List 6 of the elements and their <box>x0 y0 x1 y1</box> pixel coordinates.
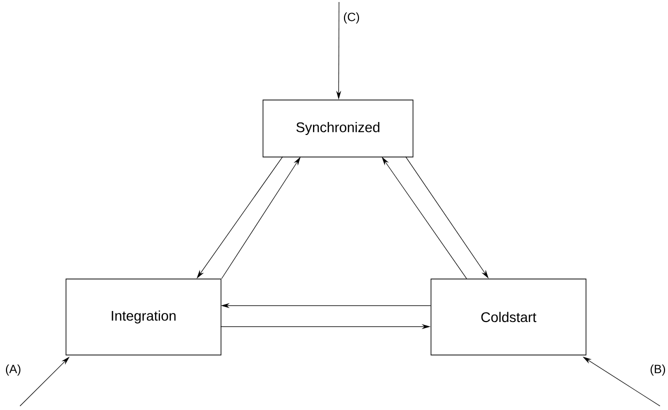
state-box: Synchronized <box>262 100 414 158</box>
edge-label: (A) <box>6 364 20 376</box>
state-box: Integration <box>66 278 222 356</box>
state-box: Coldstart <box>430 278 586 356</box>
edge-label: (C) <box>344 12 360 24</box>
edge-label: (B) <box>650 364 666 376</box>
